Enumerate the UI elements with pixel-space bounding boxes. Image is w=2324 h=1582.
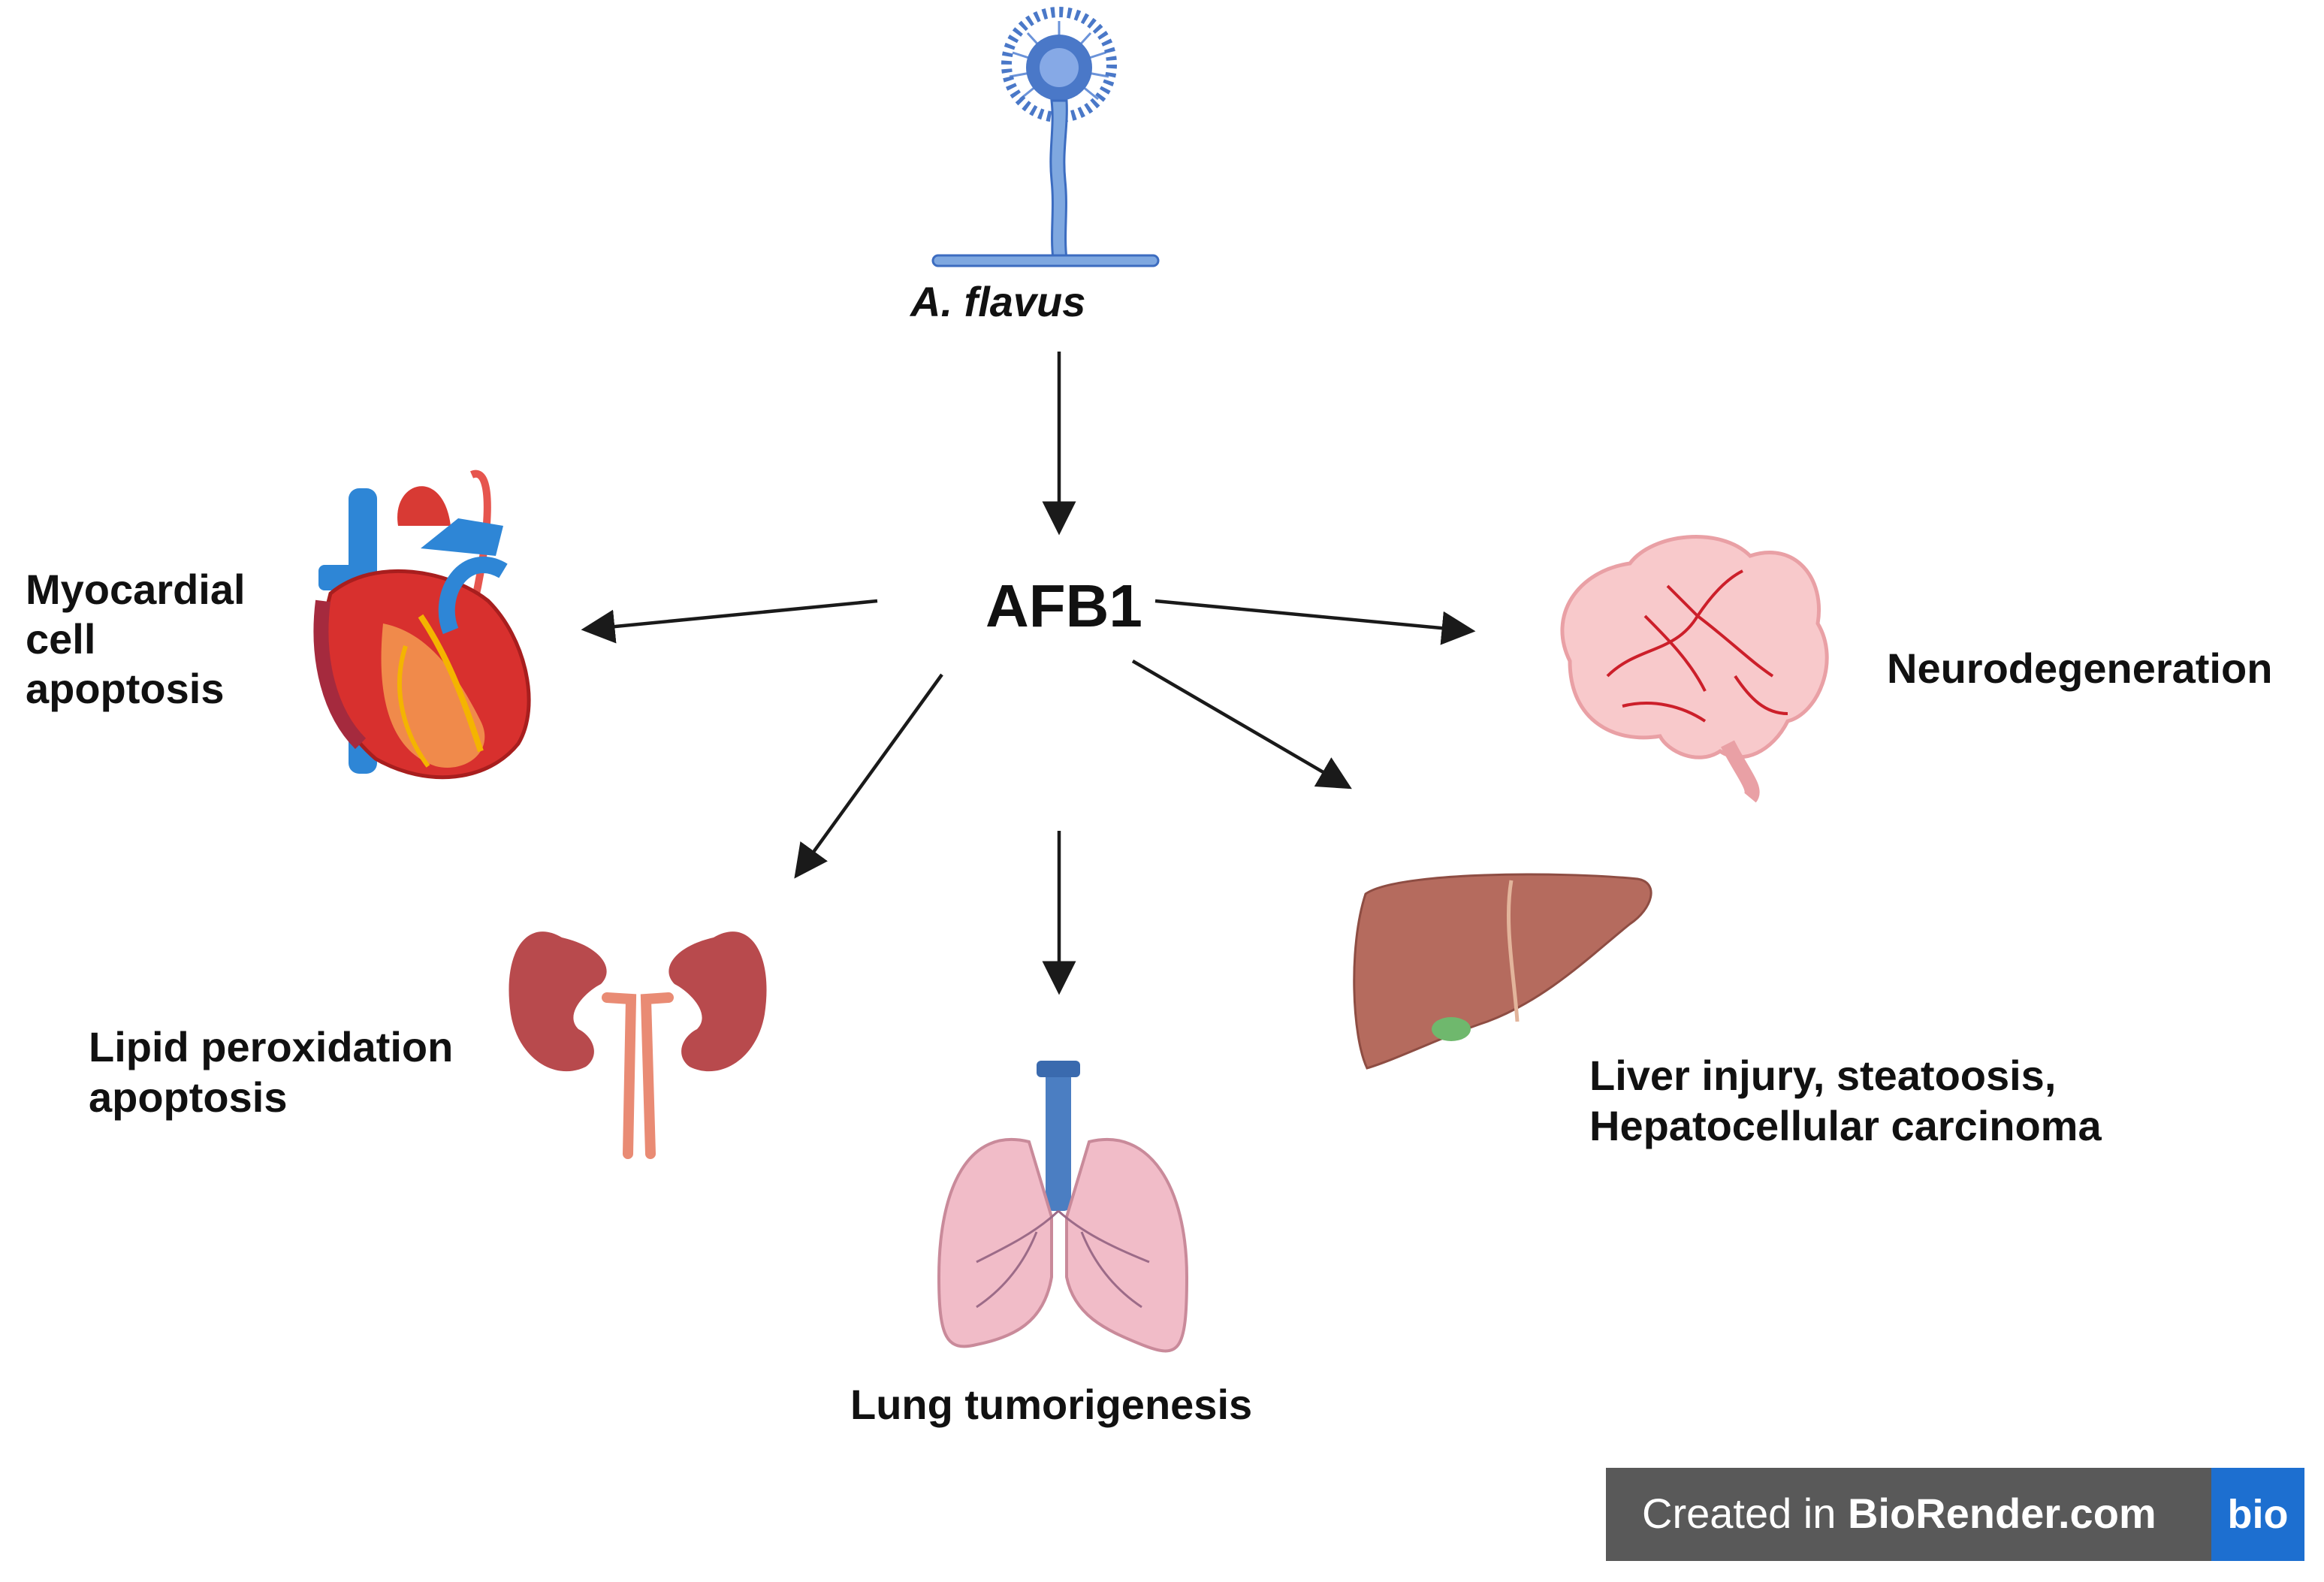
label-heart: Myocardial cell apoptosis [26, 565, 246, 714]
brain-organ-icon [1560, 535, 1829, 803]
liver-organ-icon [1353, 873, 1652, 1070]
label-lung: Lung tumorigenesis [850, 1381, 1253, 1428]
label-liver: Liver injury, steatoosis, Hepatocellular… [1589, 1050, 2102, 1151]
label-brain: Neurodegeneration [1887, 645, 2273, 692]
arrow-afb1-to-heart [581, 599, 878, 644]
arrow-afb1-to-brain [1154, 599, 1476, 645]
label-afb1: AFB1 [985, 572, 1142, 639]
label-liver-line: Liver injury, steatoosis, [1589, 1052, 2057, 1099]
label-liver-line: Hepatocellular carcinoma [1589, 1102, 2102, 1150]
label-fungus: A. flavus [910, 278, 1086, 325]
heart-organ-icon [313, 469, 531, 780]
label-heart-line: cell [26, 615, 96, 663]
aspergillus-conidiophore-icon [931, 7, 1160, 267]
lungs-organ-icon [937, 1061, 1189, 1353]
label-kidney: Lipid peroxidation apoptosis [89, 1022, 453, 1122]
arrow-afb1-to-liver [1131, 660, 1352, 789]
arrows [581, 352, 1476, 995]
label-heart-line: apoptosis [26, 665, 225, 713]
watermark-prefix: Created in [1642, 1490, 1848, 1537]
biorender-logo-icon: bio [2211, 1468, 2304, 1561]
label-kidney-line: apoptosis [89, 1073, 288, 1122]
biorender-watermark[interactable]: Created in BioRender.com bio [1606, 1468, 2304, 1561]
watermark-text: Created in BioRender.com [1642, 1489, 2156, 1538]
label-kidney-line: Lipid peroxidation [89, 1023, 454, 1070]
watermark-brand: BioRender.com [1847, 1490, 2156, 1537]
arrow-afb1-to-kidney [794, 673, 943, 879]
kidneys-organ-icon [509, 931, 767, 1159]
label-heart-line: Myocardial [26, 566, 246, 613]
